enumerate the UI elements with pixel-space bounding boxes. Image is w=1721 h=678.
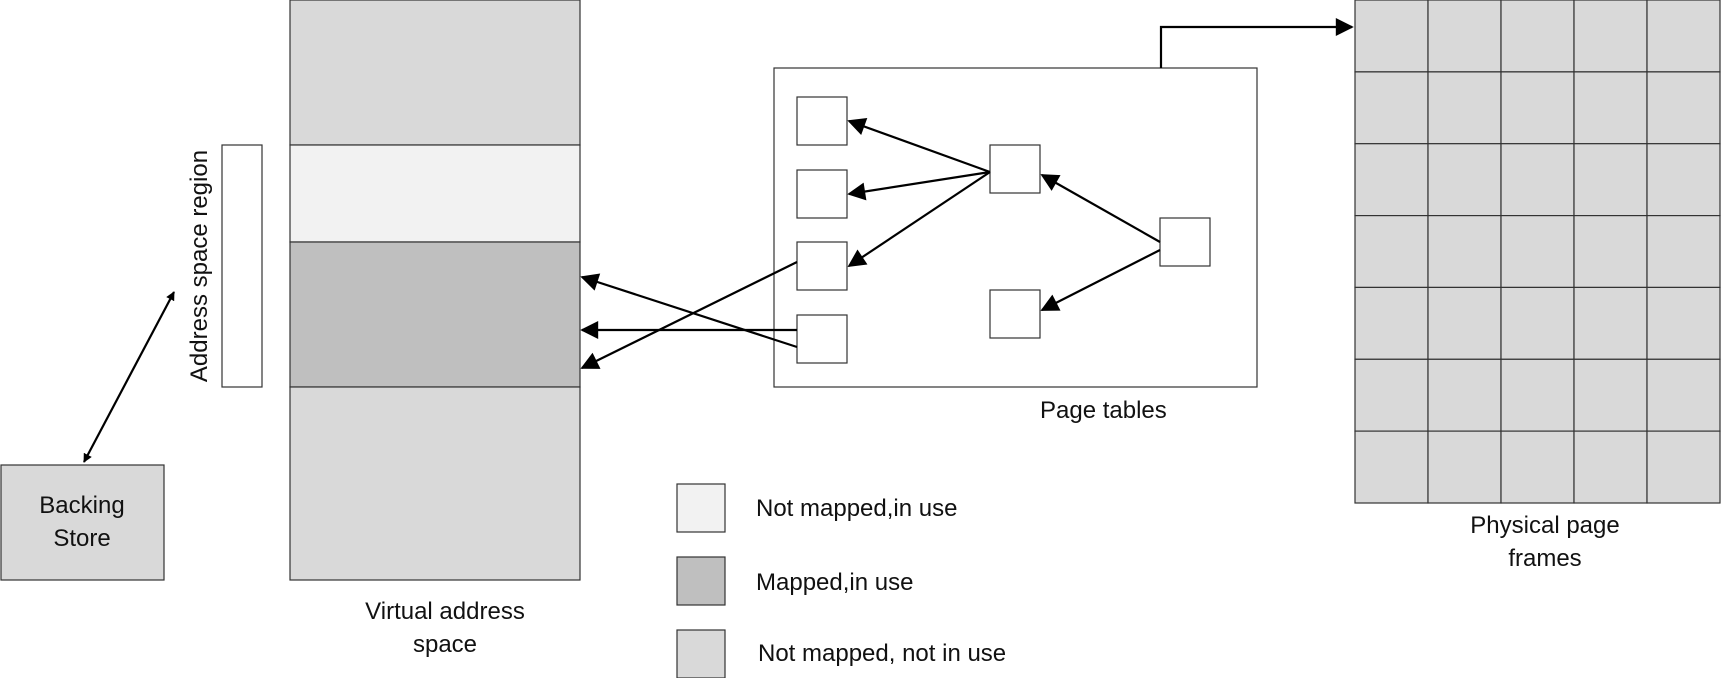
arrow-mid1-to-leaf1 bbox=[847, 118, 991, 174]
physical-frame-cell bbox=[1500, 71, 1575, 145]
physical-frames-label-line2: frames bbox=[1508, 545, 1581, 572]
arrow-root-to-mid2 bbox=[1040, 249, 1161, 311]
page-tables-label: Page tables bbox=[1040, 397, 1167, 424]
page-table-mid-1 bbox=[989, 144, 1041, 194]
vas-segment-mapped-in-use bbox=[289, 241, 581, 388]
physical-frame-cell bbox=[1500, 215, 1575, 289]
backing-store-label-line1: Backing bbox=[39, 492, 124, 519]
virtual-address-space-label-line1: Virtual address bbox=[365, 598, 525, 625]
legend: Not mapped,in use Mapped,in use Not mapp… bbox=[676, 483, 1006, 678]
physical-frame-cell bbox=[1573, 286, 1648, 360]
physical-frame-cell bbox=[1646, 358, 1721, 432]
legend-swatch-not-mapped-in-use bbox=[676, 483, 726, 533]
page-tables: Page tables bbox=[773, 67, 1258, 424]
legend-label-not-mapped-not-in-use: Not mapped, not in use bbox=[758, 640, 1006, 667]
vas-segment-not-mapped-not-in-use-top bbox=[289, 0, 581, 146]
physical-frame-cell bbox=[1646, 215, 1721, 289]
physical-frame-cell bbox=[1646, 286, 1721, 360]
physical-frame-cell bbox=[1354, 71, 1429, 145]
arrow-mid1-to-leaf3 bbox=[847, 171, 991, 267]
page-table-mid-2 bbox=[989, 289, 1041, 339]
physical-frame-cell bbox=[1354, 143, 1429, 217]
backing-store-label-line2: Store bbox=[53, 525, 110, 552]
physical-frame-cell bbox=[1354, 215, 1429, 289]
physical-frame-cell bbox=[1646, 430, 1721, 504]
virtual-address-space-label-line2: space bbox=[413, 631, 477, 658]
physical-frame-cell bbox=[1427, 143, 1502, 217]
physical-frame-cell bbox=[1427, 286, 1502, 360]
legend-swatch-not-mapped-not-in-use bbox=[676, 629, 726, 678]
backing-store-box bbox=[0, 464, 165, 581]
physical-frame-cell bbox=[1500, 358, 1575, 432]
page-table-root bbox=[1159, 217, 1211, 267]
physical-frame-cell bbox=[1427, 358, 1502, 432]
arrow-mid1-to-leaf2 bbox=[847, 170, 991, 201]
arrow-page-tables-to-physical bbox=[1159, 18, 1354, 68]
physical-frame-cell bbox=[1354, 0, 1429, 73]
page-table-leaf-2 bbox=[796, 169, 848, 219]
physical-frame-cell bbox=[1646, 71, 1721, 145]
physical-frame-cell bbox=[1573, 0, 1648, 73]
backing-store-region-arrow bbox=[83, 291, 175, 463]
physical-frame-cell bbox=[1427, 0, 1502, 73]
physical-frame-cell bbox=[1500, 143, 1575, 217]
legend-label-mapped-in-use: Mapped,in use bbox=[756, 569, 913, 596]
legend-label-not-mapped-in-use: Not mapped,in use bbox=[756, 495, 957, 522]
address-space-region: Address space region bbox=[186, 144, 263, 388]
arrow-root-to-mid1 bbox=[1040, 174, 1161, 243]
physical-frame-cell bbox=[1573, 430, 1648, 504]
page-table-leaf-1 bbox=[796, 96, 848, 146]
legend-swatch-mapped-in-use bbox=[676, 556, 726, 606]
physical-frame-cell bbox=[1646, 143, 1721, 217]
physical-frame-cell bbox=[1573, 143, 1648, 217]
physical-frame-cell bbox=[1500, 0, 1575, 73]
physical-frame-cell bbox=[1427, 215, 1502, 289]
arrow-leaf4-to-vas-upper bbox=[580, 273, 798, 349]
page-table-leaf-4 bbox=[796, 314, 848, 364]
arrow-leaf3-to-vas-lower bbox=[580, 261, 798, 369]
page-table-leaf-3 bbox=[796, 241, 848, 291]
physical-page-frames bbox=[1354, 0, 1721, 504]
address-space-region-bar bbox=[221, 144, 263, 388]
physical-frame-cell bbox=[1500, 430, 1575, 504]
physical-frame-cell bbox=[1354, 430, 1429, 504]
physical-frame-cell bbox=[1646, 0, 1721, 73]
vas-segment-not-mapped-in-use bbox=[289, 144, 581, 243]
physical-frame-cell bbox=[1573, 71, 1648, 145]
physical-frame-cell bbox=[1500, 286, 1575, 360]
physical-frames-label-line1: Physical page bbox=[1470, 512, 1619, 539]
physical-frame-cell bbox=[1354, 286, 1429, 360]
physical-frame-cell bbox=[1354, 358, 1429, 432]
address-space-region-label: Address space region bbox=[186, 150, 213, 382]
physical-frame-cell bbox=[1427, 71, 1502, 145]
backing-store: Backing Store bbox=[0, 464, 165, 581]
physical-frame-cell bbox=[1573, 358, 1648, 432]
physical-frame-cell bbox=[1427, 430, 1502, 504]
vas-segment-not-mapped-not-in-use-bottom bbox=[289, 386, 581, 581]
physical-frame-cell bbox=[1573, 215, 1648, 289]
virtual-address-space: Virtual address space bbox=[289, 0, 581, 658]
